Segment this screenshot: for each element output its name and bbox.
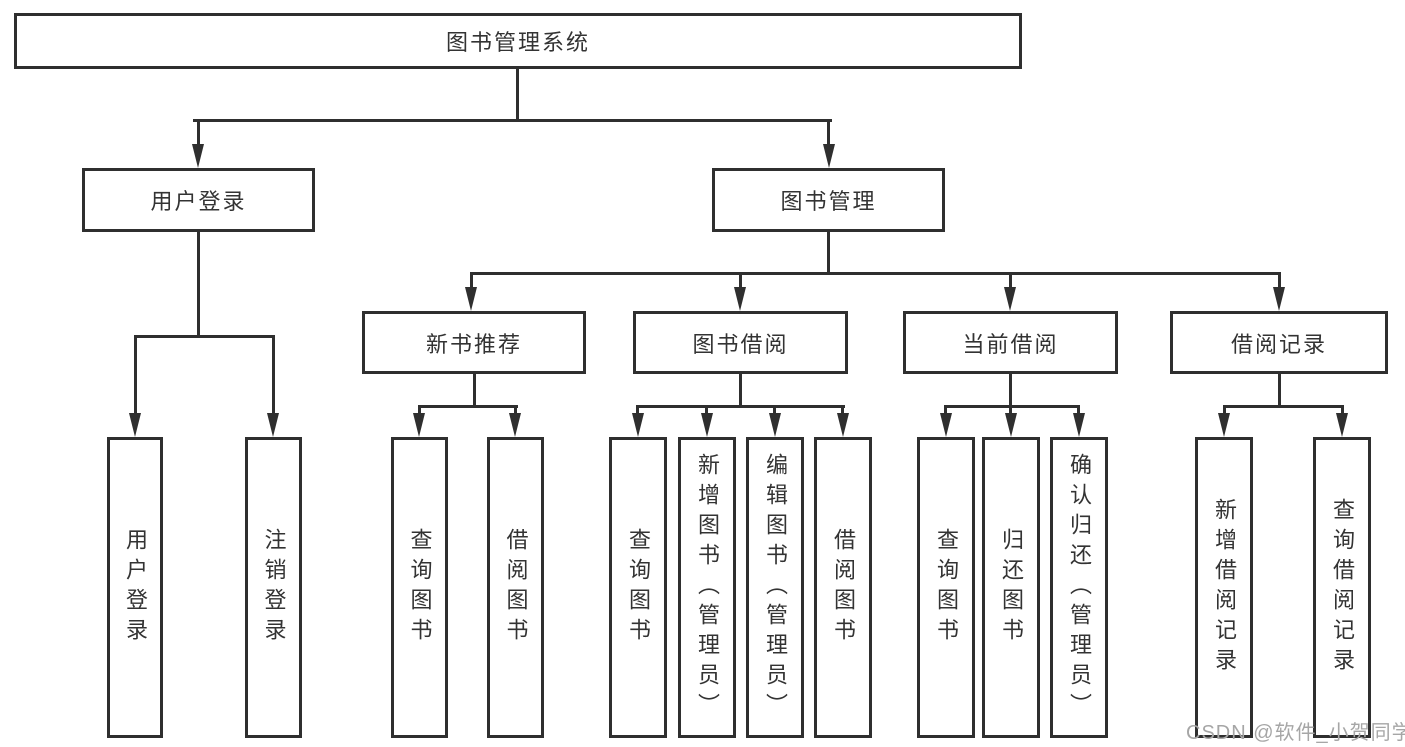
node-book-borrowing: 图书借阅 xyxy=(633,311,848,374)
arrowhead-icon xyxy=(1336,413,1348,437)
leaf-query-borrow-record: 查询借阅记录 xyxy=(1313,437,1371,738)
connector-line xyxy=(841,405,844,417)
connector-line xyxy=(944,405,1080,408)
leaf-add-book-admin: 新增图书（管理员） xyxy=(678,437,736,738)
connector-line xyxy=(473,374,476,408)
connector-line xyxy=(739,374,742,408)
connector-line xyxy=(470,272,473,290)
connector-line xyxy=(1278,272,1281,290)
arrowhead-icon xyxy=(413,413,425,437)
connector-line xyxy=(1009,405,1012,417)
arrowhead-icon xyxy=(192,144,204,168)
connector-line xyxy=(773,405,776,417)
leaf-edit-book-admin: 编辑图书（管理员） xyxy=(746,437,804,738)
csdn-watermark: CSDN @软件_小贺同学 xyxy=(1186,722,1405,744)
arrowhead-icon xyxy=(823,144,835,168)
node-user-login: 用户登录 xyxy=(82,168,315,232)
arrowhead-icon xyxy=(267,413,279,437)
leaf-query-books-current: 查询图书 xyxy=(917,437,975,738)
connector-line xyxy=(272,335,275,415)
connector-line xyxy=(134,335,137,415)
node-current-borrowing: 当前借阅 xyxy=(903,311,1118,374)
connector-line xyxy=(1009,374,1012,408)
arrowhead-icon xyxy=(1005,413,1017,437)
arrowhead-icon xyxy=(734,287,746,311)
connector-line xyxy=(944,405,947,417)
connector-line xyxy=(827,232,830,275)
node-book-management: 图书管理 xyxy=(712,168,945,232)
connector-line xyxy=(197,119,200,147)
leaf-add-borrow-record: 新增借阅记录 xyxy=(1195,437,1253,738)
arrowhead-icon xyxy=(632,413,644,437)
connector-line xyxy=(197,232,200,338)
arrowhead-icon xyxy=(129,413,141,437)
leaf-borrow-books-recommend: 借阅图书 xyxy=(487,437,544,738)
arrowhead-icon xyxy=(1073,413,1085,437)
arrowhead-icon xyxy=(1004,287,1016,311)
leaf-query-books-borrowing: 查询图书 xyxy=(609,437,667,738)
arrowhead-icon xyxy=(940,413,952,437)
connector-line xyxy=(1077,405,1080,417)
arrowhead-icon xyxy=(509,413,521,437)
connector-line xyxy=(1278,374,1281,408)
connector-line xyxy=(134,335,275,338)
node-borrowing-records: 借阅记录 xyxy=(1170,311,1388,374)
connector-line xyxy=(516,68,519,122)
leaf-borrow-books-borrowing: 借阅图书 xyxy=(814,437,872,738)
leaf-query-books-recommend: 查询图书 xyxy=(391,437,448,738)
leaf-user-login: 用户登录 xyxy=(107,437,163,738)
node-new-book-recommend: 新书推荐 xyxy=(362,311,586,374)
arrowhead-icon xyxy=(465,287,477,311)
connector-line xyxy=(1341,405,1344,417)
arrowhead-icon xyxy=(769,413,781,437)
connector-line xyxy=(470,272,1281,275)
connector-line xyxy=(739,272,742,290)
connector-line xyxy=(827,119,830,147)
connector-line xyxy=(514,405,517,417)
leaf-return-book: 归还图书 xyxy=(982,437,1040,738)
arrowhead-icon xyxy=(837,413,849,437)
connector-line xyxy=(193,119,832,122)
leaf-confirm-return-admin: 确认归还（管理员） xyxy=(1050,437,1108,738)
connector-line xyxy=(1223,405,1344,408)
node-library-system: 图书管理系统 xyxy=(14,13,1022,69)
connector-line xyxy=(705,405,708,417)
arrowhead-icon xyxy=(1273,287,1285,311)
arrowhead-icon xyxy=(1218,413,1230,437)
connector-line xyxy=(636,405,639,417)
connector-line xyxy=(418,405,421,417)
connector-line xyxy=(1223,405,1226,417)
connector-line xyxy=(1009,272,1012,290)
connector-line xyxy=(418,405,518,408)
leaf-logout: 注销登录 xyxy=(245,437,302,738)
connector-line xyxy=(636,405,845,408)
arrowhead-icon xyxy=(701,413,713,437)
